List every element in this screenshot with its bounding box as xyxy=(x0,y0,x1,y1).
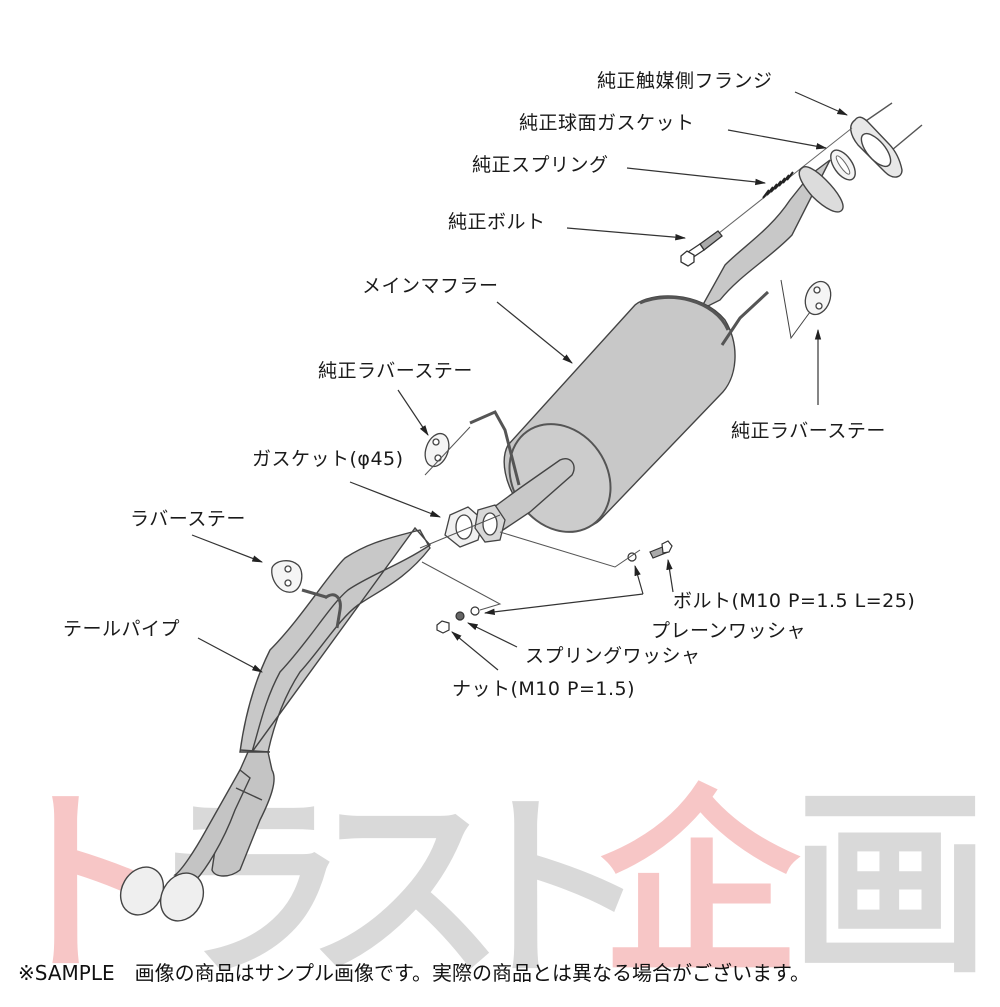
rubber-stay-part xyxy=(271,560,303,593)
label-oem-rubber-stay-left: 純正ラバーステー xyxy=(318,360,473,382)
label-oem-spherical-gasket: 純正球面ガスケット xyxy=(519,112,695,134)
watermark-char-kaku: 画 xyxy=(790,767,991,1002)
front-pipe xyxy=(698,159,844,312)
label-oem-catalyst-flange: 純正触媒側フランジ xyxy=(597,70,773,92)
label-rubber-stay: ラバーステー xyxy=(130,508,246,530)
label-nut: ナット(M10 P=1.5) xyxy=(452,678,636,700)
watermark-char-ki: 企 xyxy=(600,767,801,1002)
oem-catalyst-flange-part xyxy=(850,116,903,178)
label-bolt: ボルト(M10 P=1.5 L=25) xyxy=(673,590,916,612)
label-oem-rubber-stay-right: 純正ラバーステー xyxy=(731,420,886,442)
muffler-hanger-rods xyxy=(469,290,770,486)
label-oem-spring: 純正スプリング xyxy=(472,154,609,176)
label-tail-pipe: テールパイプ xyxy=(63,618,181,640)
gasket-45-part xyxy=(444,504,506,548)
oem-rubber-stay-right-part xyxy=(804,280,832,316)
oem-bolt-part xyxy=(680,230,723,267)
watermark-char-su: ス xyxy=(305,772,506,1007)
plain-washer-upper xyxy=(627,552,637,562)
tail-pipe-hanger xyxy=(324,593,342,629)
sample-image-notice: ※SAMPLE 画像の商品はサンプル画像です。実際の商品とは異なる場合がございま… xyxy=(18,961,811,985)
label-spring-washer: スプリングワッシャ xyxy=(525,645,701,667)
label-gasket-45: ガスケット(φ45) xyxy=(252,448,404,470)
label-oem-bolt: 純正ボルト xyxy=(448,211,546,233)
oem-spring-part xyxy=(762,171,794,199)
watermark-char-to2: ト xyxy=(450,772,651,1007)
leader-lines xyxy=(191,91,848,673)
nut-washer-stack xyxy=(436,606,480,634)
label-main-muffler: メインマフラー xyxy=(362,275,499,297)
label-plain-washer: プレーンワッシャ xyxy=(651,620,807,642)
bolt-part xyxy=(627,540,673,562)
tail-pipe-part xyxy=(119,526,432,922)
